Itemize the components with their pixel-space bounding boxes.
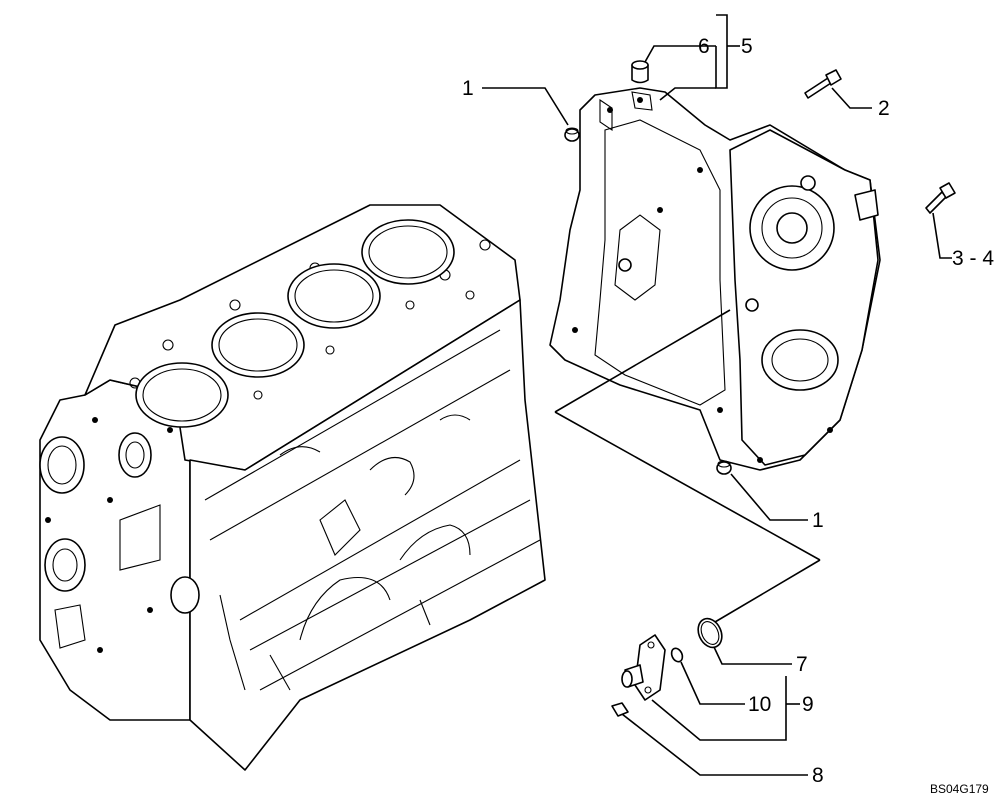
callout-5: 5 (741, 35, 753, 58)
leader-lines (482, 14, 952, 776)
ring-10 (670, 647, 684, 663)
bolt-2 (804, 69, 842, 99)
assembly-lines (554, 309, 821, 623)
o-ring-7 (697, 617, 723, 649)
callout-1-bottom: 1 (812, 509, 824, 532)
cap-6 (631, 60, 649, 84)
callout-7: 7 (796, 653, 808, 676)
callout-3-4: 3 - 4 (952, 247, 994, 270)
gear-housing (549, 87, 881, 471)
callout-10: 10 (748, 693, 771, 716)
engine-block (39, 204, 546, 771)
callouts: 1 6 5 2 3 - 4 1 7 10 9 8 BS04G179 (462, 35, 994, 796)
bolt-3-4 (925, 182, 956, 214)
drawing-code: BS04G179 (930, 782, 989, 796)
screw-8 (611, 702, 629, 717)
callout-6: 6 (698, 35, 710, 58)
plug-1-top (564, 127, 580, 142)
callout-2: 2 (878, 97, 890, 120)
plug-1-bottom (716, 460, 732, 475)
callout-9: 9 (802, 693, 814, 716)
callout-1-top: 1 (462, 77, 474, 100)
callout-8: 8 (812, 764, 824, 787)
sensor-9 (621, 634, 666, 701)
